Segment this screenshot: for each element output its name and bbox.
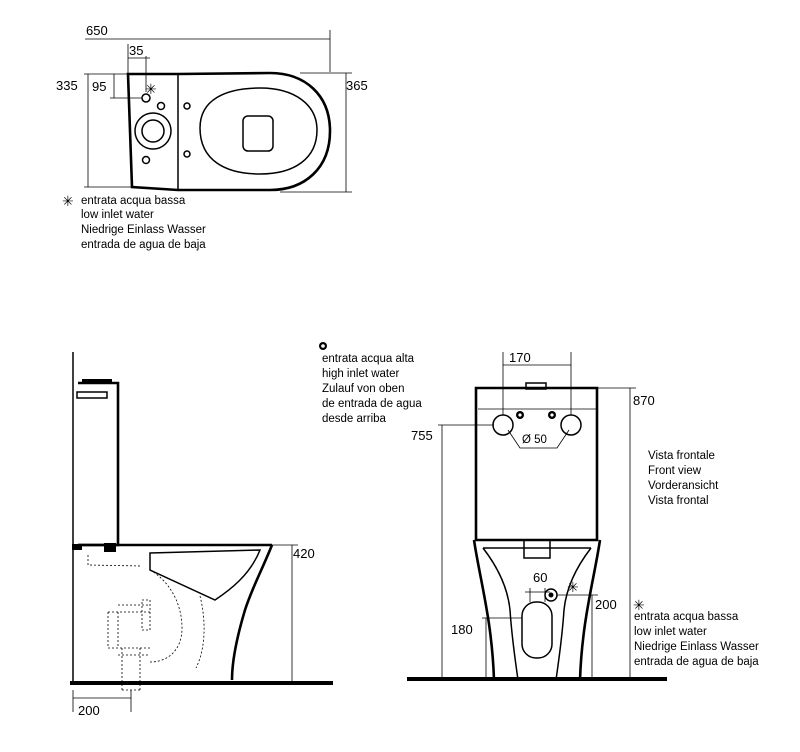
front-bowl-inner <box>482 547 592 681</box>
legend-line: high inlet water <box>322 368 400 380</box>
dim-seat-height: 420 <box>293 546 315 561</box>
dim-hole-diameter: Ø 50 <box>522 434 547 446</box>
legend-line: low inlet water <box>81 209 154 221</box>
dim-depth-left: 335 <box>56 78 78 93</box>
hole-bracket <box>507 429 570 449</box>
rim-seal <box>72 544 82 550</box>
front-view-title: Vista frontal <box>648 495 709 507</box>
dim-depth-right: 365 <box>346 78 368 93</box>
legend-line: low inlet water <box>634 626 707 638</box>
high-inlet-hole-inner <box>550 413 554 417</box>
front-rim-hinge <box>523 539 551 559</box>
low-inlet-marker: ✳ <box>567 580 579 596</box>
legend-line: Niedrige Einlass Wasser <box>634 641 759 653</box>
front-tank <box>474 386 599 542</box>
tank-hole <box>183 102 191 110</box>
dim-waste-outlet: 200 <box>78 703 100 718</box>
top-view: ✳ 650 35 335 95 365 ✳ entrata acqua bass… <box>56 23 368 251</box>
rim-hinge <box>104 543 116 552</box>
legend-line: entrada de agua de baja <box>634 656 759 668</box>
side-trap-2 <box>195 595 205 669</box>
tank-hole-right <box>560 414 582 436</box>
side-view: 420 200 <box>70 352 333 718</box>
side-trap <box>149 569 183 663</box>
legend-line: entrata acqua alta <box>322 353 415 365</box>
dim-inlet-offset: 35 <box>129 43 143 58</box>
tank-hole <box>141 155 151 165</box>
high-inlet-hole-inner <box>518 413 522 417</box>
front-bowl-outer <box>472 539 602 681</box>
side-bowl-inner <box>149 549 262 601</box>
dim-low-inlet-height: 200 <box>595 597 617 612</box>
dim-inlet-height: 95 <box>92 79 106 94</box>
tank-hole-left <box>492 414 514 436</box>
top-view-outline <box>126 71 332 192</box>
flush-valve <box>76 391 108 399</box>
legend-line: Niedrige Einlass Wasser <box>81 224 206 236</box>
front-view: Ø 50 ✳ 170 870 755 60 180 <box>407 350 759 681</box>
outlet-flange <box>141 599 151 631</box>
legend-line: entrata acqua bassa <box>634 611 739 623</box>
bowl-rim <box>199 87 318 175</box>
tank-hole <box>156 101 166 111</box>
low-inlet-marker: ✳ <box>145 82 157 98</box>
dim-total-height: 870 <box>633 393 655 408</box>
high-inlet-legend: entrata acqua alta high inlet water Zula… <box>319 342 422 425</box>
dim-length: 650 <box>86 23 108 38</box>
low-inlet-legend-symbol: ✳ <box>62 194 74 210</box>
dim-inlet-height: 755 <box>411 428 433 443</box>
dim-outlet-height: 180 <box>451 622 473 637</box>
flush-button-inner <box>141 119 165 143</box>
flush-button <box>82 379 112 383</box>
legend-line: Zulauf von oben <box>322 383 404 395</box>
legend-line: de entrada de agua <box>322 398 422 410</box>
front-view-title: Vorderansicht <box>648 480 719 492</box>
front-flush-button <box>525 382 547 390</box>
high-inlet-symbol-inner <box>321 344 325 348</box>
side-tank <box>78 381 120 547</box>
front-view-title: Vista frontale <box>648 450 715 462</box>
side-outlet-pipe <box>107 604 150 656</box>
tank-hole <box>183 150 191 158</box>
side-trap-inner <box>87 555 143 567</box>
legend-line: entrata acqua bassa <box>81 195 186 207</box>
front-view-title: Front view <box>648 465 702 477</box>
dim-outlet-width: 60 <box>533 570 547 585</box>
bowl-drain-recess <box>242 115 274 152</box>
side-bowl-front <box>230 544 274 681</box>
legend-line: desde arriba <box>322 413 387 425</box>
legend-line: entrada de agua de baja <box>81 239 206 251</box>
low-inlet-fitting-dot <box>548 592 554 598</box>
flush-button-outer <box>134 112 172 150</box>
front-outlet <box>521 601 553 659</box>
low-inlet-legend-symbol: ✳ <box>633 598 645 614</box>
dim-holes-spacing: 170 <box>509 350 531 365</box>
